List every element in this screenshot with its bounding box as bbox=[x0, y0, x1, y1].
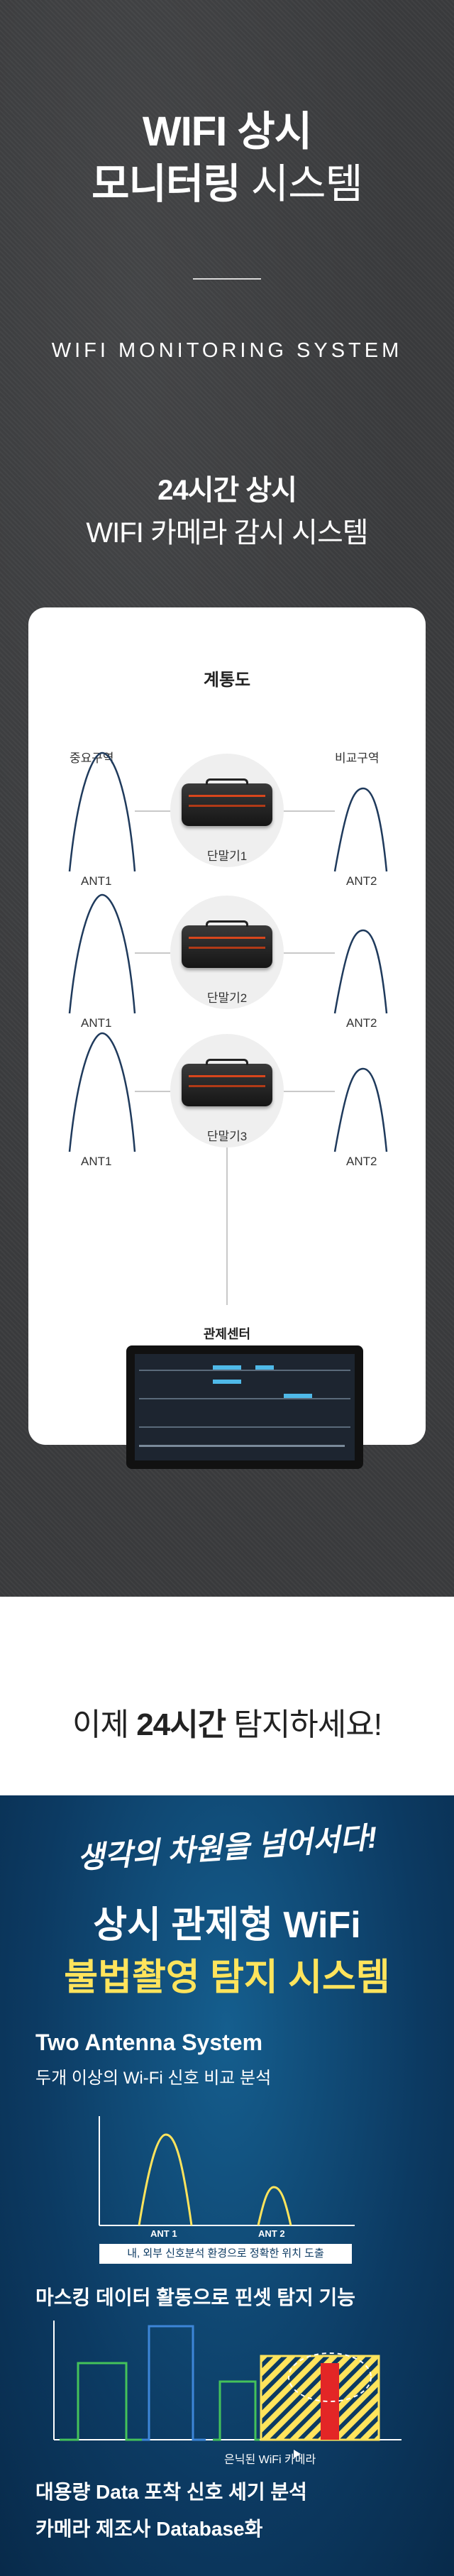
feature4-title: 카메라 제조사 Database화 bbox=[35, 2518, 263, 2540]
ant1-curve-row3 bbox=[68, 1032, 136, 1152]
hidden-camera-label: 은닉된 WiFi 카메라 bbox=[224, 2454, 316, 2466]
hero-title-line2-rest: 시스템 bbox=[240, 161, 363, 207]
cta-message: 이제 24시간 탐지하세요! bbox=[0, 1699, 454, 1744]
hero-title-line2-bold: 모니터링 bbox=[92, 161, 240, 207]
link-ant1-term2 bbox=[135, 952, 170, 954]
green-signal-line bbox=[60, 2362, 142, 2441]
link-ant1-term3 bbox=[135, 1091, 170, 1092]
ant2-label-row3: ANT2 bbox=[346, 1155, 377, 1168]
ant1-curve-row2 bbox=[68, 893, 136, 1014]
terminal2-label: 단말기2 bbox=[206, 991, 248, 1005]
diagram-title: 계통도 bbox=[203, 671, 251, 690]
green-signal-line-2 bbox=[213, 2380, 260, 2441]
hero-section: WIFI 상시 모니터링 시스템 WIFI MONITORING SYSTEM … bbox=[0, 0, 454, 1597]
diagram-card: 계통도 중요구역 비교구역 단말기1 ANT1 ANT2 bbox=[28, 607, 426, 1469]
poster-script-slogan: 생각의 차원을 넘어서다! bbox=[76, 1820, 379, 1875]
product-poster: 생각의 차원을 넘어서다! 상시 관제형 WiFi 불법촬영 탐지 시스템 Tw… bbox=[0, 1795, 454, 2576]
terminal1-label: 단말기1 bbox=[206, 849, 248, 863]
zone-left-label: 중요구역 bbox=[70, 752, 114, 765]
poster-main-title2: 불법촬영 탐지 시스템 bbox=[64, 1957, 390, 1998]
ant2-curve-row1 bbox=[333, 787, 388, 872]
hero-subtitle-en: WIFI MONITORING SYSTEM bbox=[51, 339, 403, 362]
terminal2-device bbox=[182, 920, 272, 968]
control-center-label: 관제센터 bbox=[203, 1327, 251, 1341]
hero-title-line1: WIFI 상시 bbox=[142, 109, 312, 155]
link-ant1-term1 bbox=[135, 810, 170, 812]
antenna-curves bbox=[68, 752, 388, 1152]
hidden-camera-signal bbox=[321, 2363, 339, 2440]
cta-bold: 24시간 bbox=[136, 1707, 226, 1742]
link-term3-ant2 bbox=[284, 1091, 335, 1092]
ant1-curve-row1 bbox=[68, 752, 136, 872]
ant2-label-row1: ANT2 bbox=[346, 874, 377, 888]
ant2-label-row2: ANT2 bbox=[346, 1016, 377, 1030]
ant1-signal-curve bbox=[138, 2133, 193, 2226]
hero-divider bbox=[193, 278, 261, 280]
ant1-tick-label: ANT 1 bbox=[150, 2228, 177, 2239]
terminal3-device bbox=[182, 1059, 272, 1106]
poster-main-title1: 상시 관제형 WiFi bbox=[93, 1905, 361, 1946]
ant2-curve-row2 bbox=[333, 929, 388, 1014]
monitor-screen bbox=[135, 1354, 355, 1460]
feature1-title: Two Antenna System bbox=[35, 2030, 263, 2055]
signal-analysis-note: 내, 외부 신호분석 환경으로 정확한 위치 도출 bbox=[99, 2244, 352, 2264]
hero-tagline: WIFI 카메라 감시 시스템 bbox=[86, 517, 368, 549]
feature2-title: 마스킹 데이터 활동으로 핀셋 탐지 기능 bbox=[35, 2286, 356, 2308]
cta-prefix: 이제 bbox=[72, 1707, 137, 1742]
hero-title-line2: 모니터링 시스템 bbox=[0, 150, 454, 210]
terminal1-device bbox=[182, 778, 272, 826]
terminal3-label: 단말기3 bbox=[206, 1130, 248, 1143]
ant2-tick-label: ANT 2 bbox=[258, 2228, 285, 2239]
feature1-subtitle: 두개 이상의 Wi-Fi 신호 비교 분석 bbox=[35, 2069, 272, 2088]
ant1-label-row1: ANT1 bbox=[81, 874, 112, 888]
ant1-label-row2: ANT1 bbox=[81, 1016, 112, 1030]
feature3-title: 대용량 Data 포착 신호 세기 분석 bbox=[35, 2481, 307, 2503]
link-term2-ant2 bbox=[284, 952, 335, 954]
ant2-curve-row3 bbox=[333, 1067, 388, 1152]
blue-signal-line bbox=[142, 2325, 206, 2441]
link-term3-center bbox=[226, 1147, 228, 1305]
link-term1-ant2 bbox=[284, 810, 335, 812]
masking-zone bbox=[260, 2355, 380, 2441]
hero-tagline-bold: 24시간 상시 bbox=[157, 475, 297, 506]
zone-right-label: 비교구역 bbox=[335, 752, 380, 765]
ant2-signal-curve bbox=[257, 2186, 292, 2226]
control-center-monitor bbox=[126, 1345, 363, 1469]
cta-suffix: 탐지하세요! bbox=[226, 1707, 382, 1742]
hidden-camera-highlight bbox=[288, 2352, 372, 2402]
ant1-label-row3: ANT1 bbox=[81, 1155, 112, 1168]
